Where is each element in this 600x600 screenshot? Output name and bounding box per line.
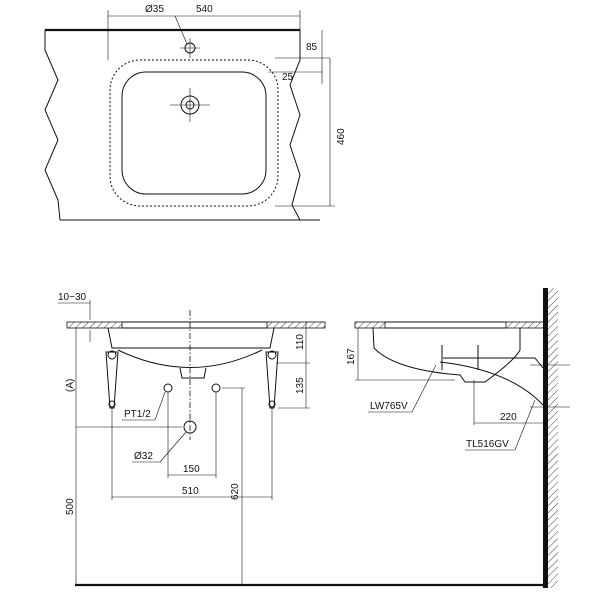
rim-label: 25 xyxy=(282,72,294,83)
basin-bowl xyxy=(121,71,267,195)
bracket-drop-label: 135 xyxy=(295,377,306,394)
drain-diameter-label: Ø32 xyxy=(134,451,153,462)
counter-left xyxy=(66,321,123,329)
basin-height-label: 167 xyxy=(346,348,357,365)
bracket-spacing-label: 510 xyxy=(182,486,199,497)
counter-right xyxy=(266,321,326,329)
tap-hole-diameter-label: Ø35 xyxy=(145,4,164,15)
height-ref-label: (A) xyxy=(65,379,76,392)
bracket-model-label: TL516GV xyxy=(466,439,509,450)
tap-offset-label: 85 xyxy=(306,42,318,53)
basin-outer-rim xyxy=(109,59,279,207)
top-view: Ø35 540 85 25 460 xyxy=(44,4,347,221)
drain-height-label: 500 xyxy=(65,498,76,515)
wall xyxy=(543,288,548,588)
supply-right xyxy=(211,383,221,393)
basin-depth-label: 110 xyxy=(295,334,306,350)
basin-rim xyxy=(107,327,275,349)
depth-label: 460 xyxy=(336,128,347,145)
bracket-arm xyxy=(443,357,544,369)
left-break-line xyxy=(44,30,61,221)
bracket-depth-label: 220 xyxy=(500,412,517,423)
supply-height-label: 620 xyxy=(230,483,241,500)
supply-left xyxy=(163,383,173,393)
basin-side-profile xyxy=(372,327,521,383)
drain-hole xyxy=(183,420,197,434)
basin-bowl-front xyxy=(117,349,263,368)
bracket-brace xyxy=(439,361,544,406)
supply-spacing-label: 150 xyxy=(183,464,200,475)
side-view: 167 220 LW765V TL516GV xyxy=(346,288,570,588)
supply-thread-label: PT1/2 xyxy=(124,409,151,420)
right-break-line xyxy=(289,30,301,221)
basin-model-label: LW765V xyxy=(370,401,408,412)
bracket-right xyxy=(265,350,279,409)
width-label: 540 xyxy=(196,4,213,15)
front-view: 10~30 (A) 500 110 135 150 510 620 PT1/2 … xyxy=(58,292,545,587)
counter-thickness-label: 10~30 xyxy=(58,292,87,303)
bracket-left xyxy=(105,350,119,409)
